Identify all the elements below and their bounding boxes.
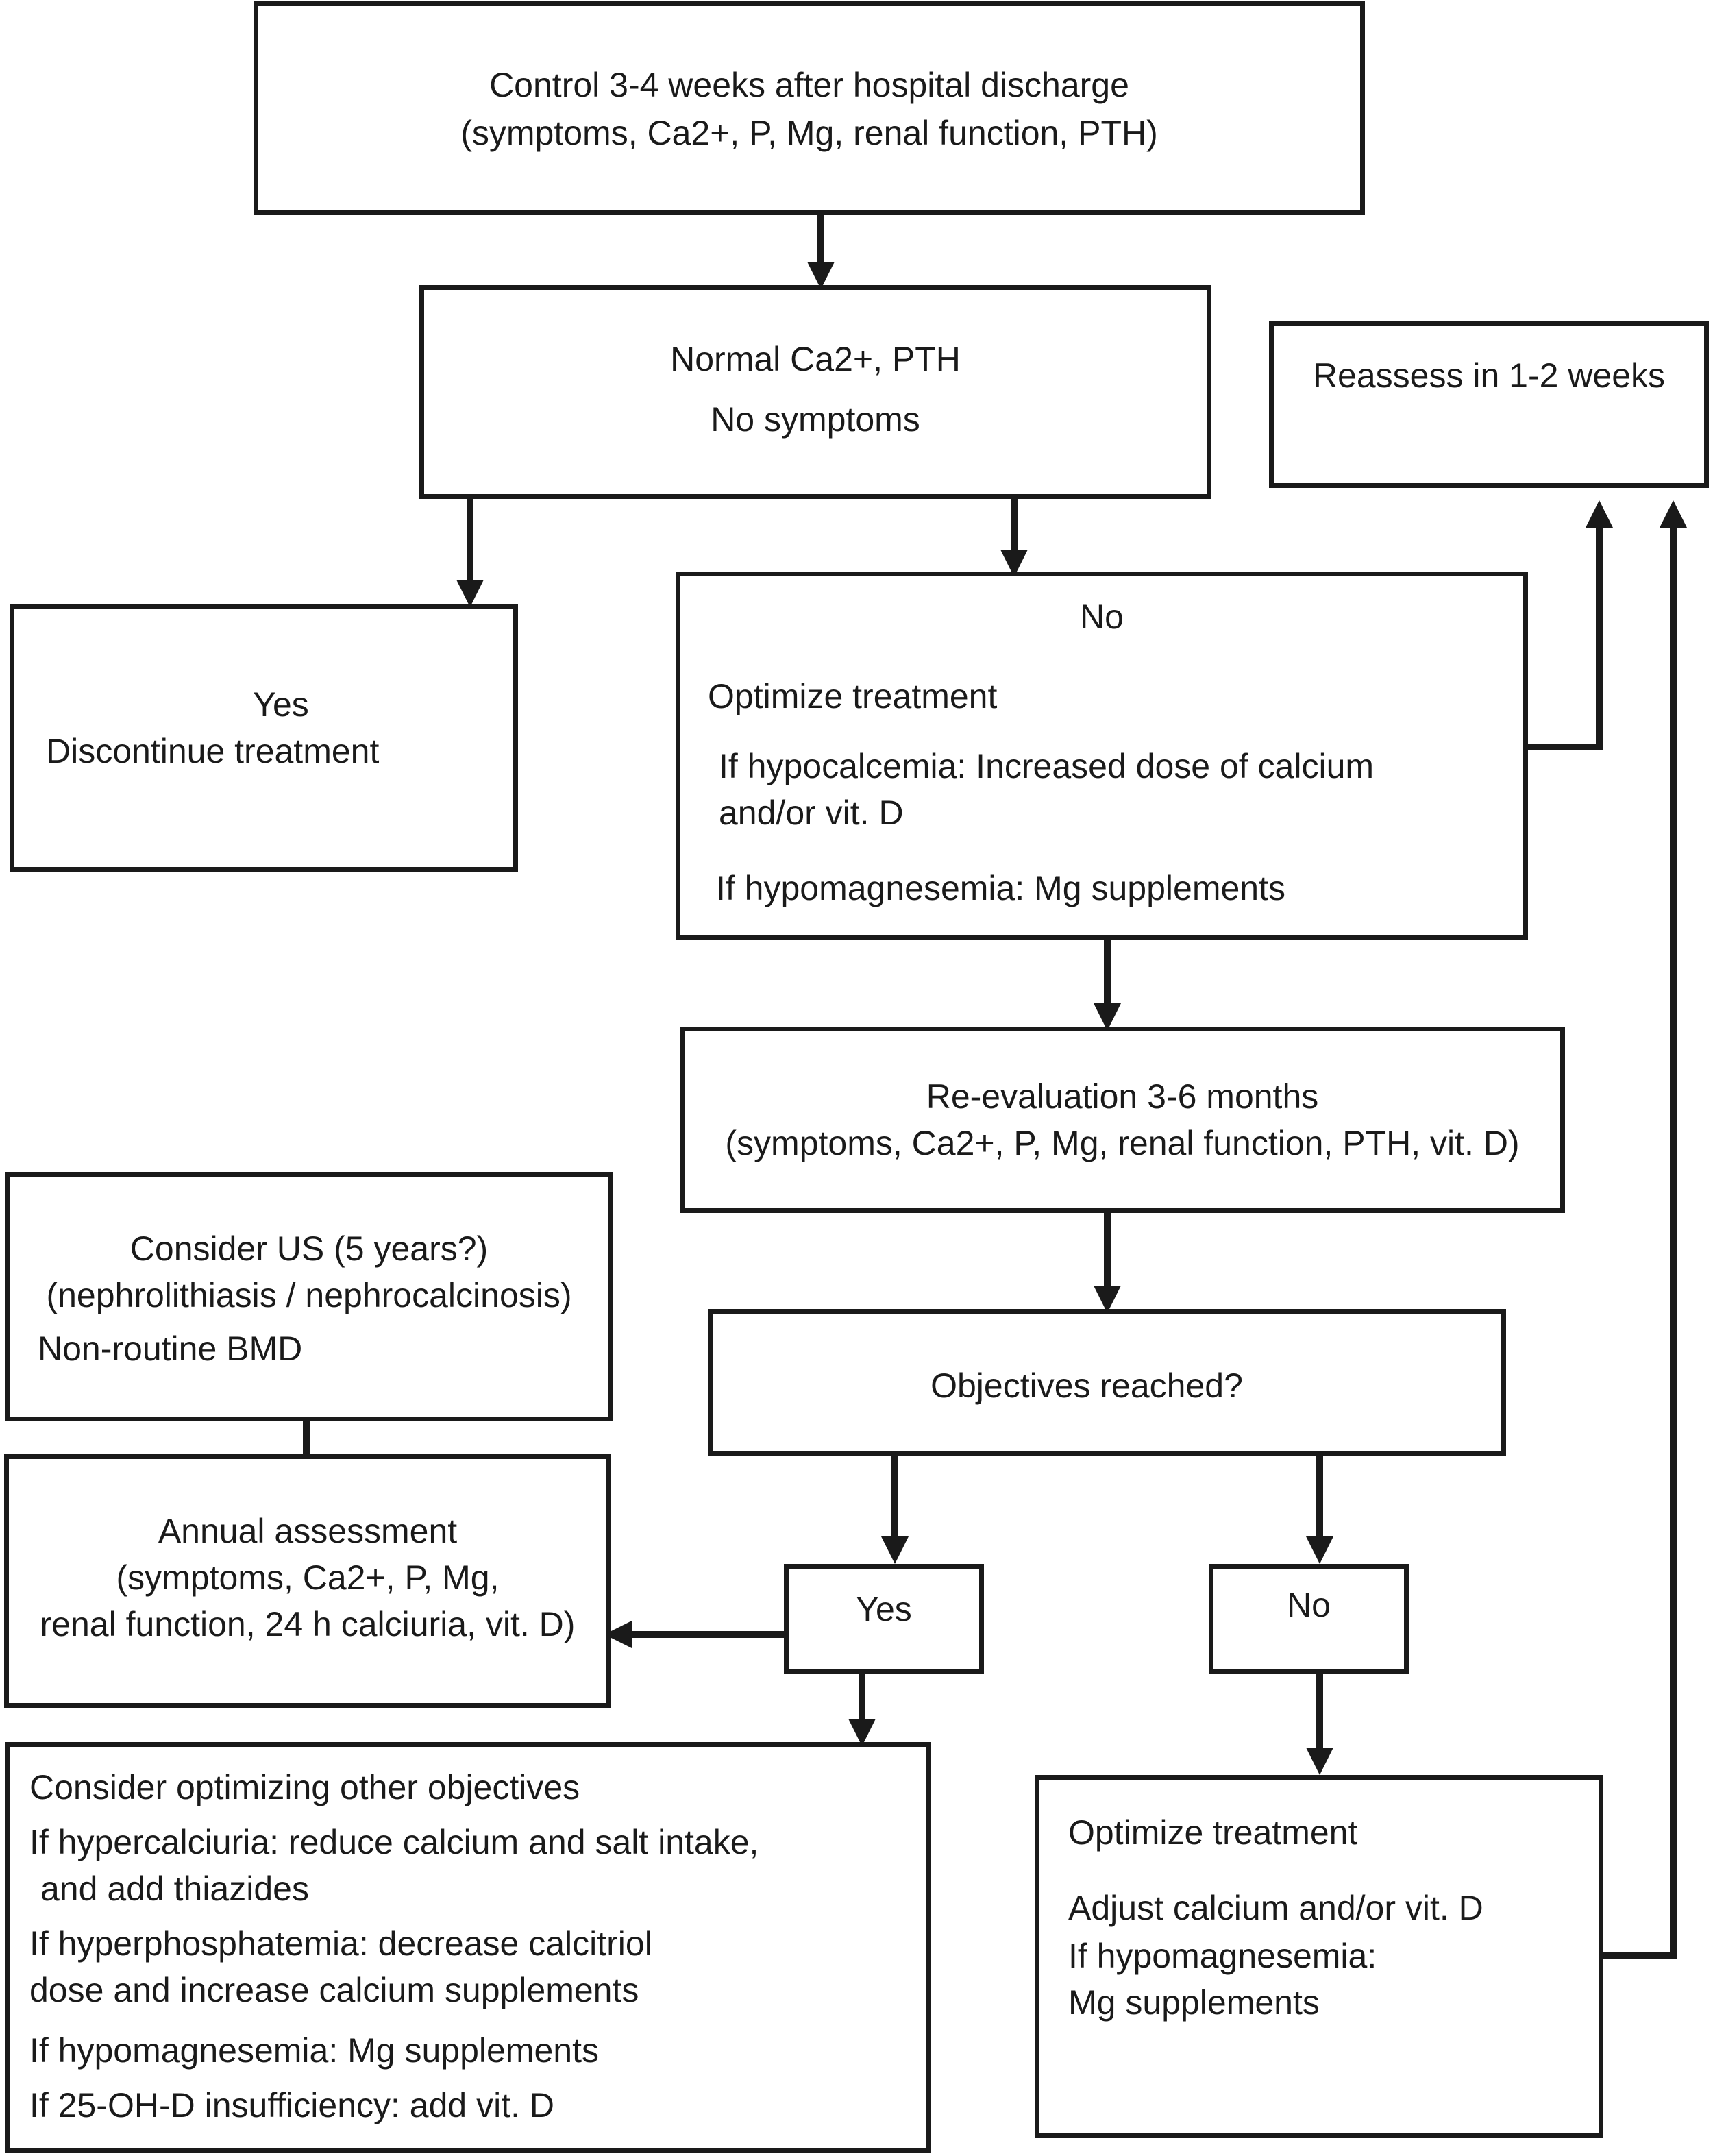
objectives-label: Objectives reached? (931, 1367, 1243, 1405)
arrow-optimize2-to-reassess (1602, 500, 1687, 1959)
yes-label: Yes (253, 685, 309, 724)
thiazides-label: and add thiazides (40, 1870, 309, 1908)
optimize2-title: Optimize treatment (1068, 1813, 1358, 1852)
consider-optimizing-box: Consider optimizing other objectives If … (5, 1742, 931, 2153)
reevaluation-line1: Re-evaluation 3-6 months (926, 1077, 1319, 1116)
hypomagnesemia-label: If hypomagnesemia: Mg supplements (716, 869, 1285, 907)
control-line2: (symptoms, Ca2+, P, Mg, renal function, … (460, 114, 1158, 152)
hypomagnesemia-label-2: If hypomagnesemia: Mg supplements (29, 2031, 599, 2070)
reevaluation-line2: (symptoms, Ca2+, P, Mg, renal function, … (725, 1124, 1520, 1162)
adjust-calcium-label: Adjust calcium and/or vit. D (1068, 1889, 1483, 1927)
control-box: Control 3-4 weeks after hospital dischar… (254, 1, 1365, 215)
no-box-label: No (1287, 1586, 1331, 1624)
vitd-insufficiency-label: If 25-OH-D insufficiency: add vit. D (29, 2086, 555, 2124)
objectives-box: Objectives reached? (708, 1309, 1506, 1456)
yes-box-label: Yes (856, 1590, 912, 1628)
optimize-treatment-label: Optimize treatment (708, 677, 998, 715)
no-label: No (1080, 598, 1124, 636)
calcium-vitd-label: and/or vit. D (719, 794, 904, 832)
hyperphosphatemia-label: If hyperphosphatemia: decrease calcitrio… (29, 1924, 652, 1963)
no-box: No (1209, 1564, 1409, 1674)
consider-us-box: Consider US (5 years?) (nephrolithiasis … (5, 1172, 613, 1421)
consider-us-line1: Consider US (5 years?) (130, 1229, 489, 1268)
consider-optimizing-title: Consider optimizing other objectives (29, 1768, 580, 1806)
hypomagnesemia-label-3: If hypomagnesemia: (1068, 1937, 1377, 1975)
annual-line3: renal function, 24 h calciuria, vit. D) (40, 1605, 576, 1643)
annual-assessment-box: Annual assessment (symptoms, Ca2+, P, Mg… (4, 1454, 611, 1708)
mg-supplements-label: Mg supplements (1068, 1983, 1320, 2022)
arrow-no-to-reassess (1528, 500, 1613, 750)
annual-line1: Annual assessment (158, 1512, 458, 1550)
control-line1: Control 3-4 weeks after hospital dischar… (489, 66, 1129, 104)
normal-line2: No symptoms (711, 400, 920, 439)
discontinue-treatment-label: Discontinue treatment (46, 732, 380, 770)
hypocalcemia-label: If hypocalcemia: Increased dose of calci… (719, 747, 1375, 785)
normal-box: Normal Ca2+, PTH No symptoms (419, 285, 1211, 499)
yes-discontinue-box: Yes Discontinue treatment (10, 604, 518, 872)
consider-us-line2: (nephrolithiasis / nephrocalcinosis) (46, 1276, 572, 1314)
no-optimize-box: No Optimize treatment If hypocalcemia: I… (676, 572, 1528, 940)
calcitriol-dose-label: dose and increase calcium supplements (29, 1971, 639, 2009)
reevaluation-box: Re-evaluation 3-6 months (symptoms, Ca2+… (680, 1027, 1565, 1213)
hypercalciuria-label: If hypercalciuria: reduce calcium and sa… (29, 1823, 759, 1861)
non-routine-bmd-label: Non-routine BMD (38, 1330, 303, 1368)
yes-box: Yes (784, 1564, 984, 1674)
normal-line1: Normal Ca2+, PTH (670, 340, 961, 378)
reassess-line1: Reassess in 1-2 weeks (1312, 356, 1666, 395)
reassess-box: Reassess in 1-2 weeks (1269, 321, 1709, 488)
optimize-treatment-box: Optimize treatment Adjust calcium and/or… (1035, 1775, 1603, 2138)
annual-line2: (symptoms, Ca2+, P, Mg, (116, 1558, 500, 1597)
